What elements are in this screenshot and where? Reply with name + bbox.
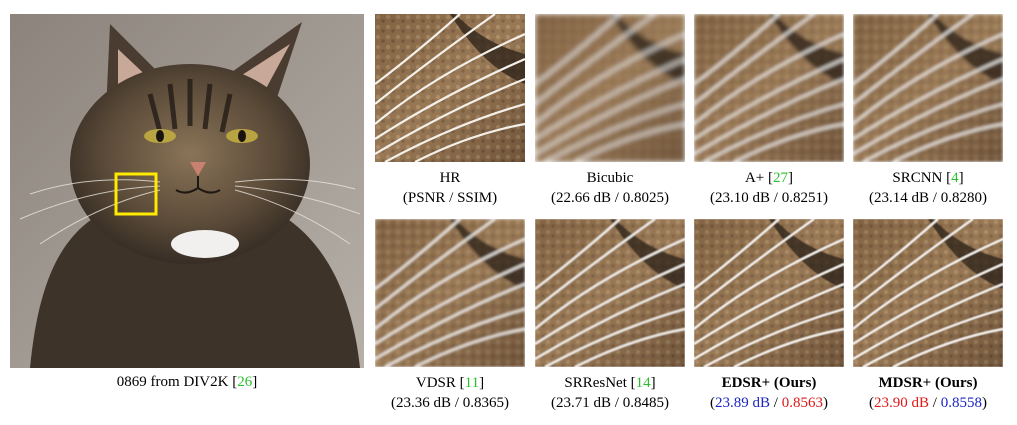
method-name: SRResNet [14] xyxy=(564,375,656,391)
ssim-value: 0.8025 xyxy=(622,190,664,206)
metrics: (23.10 dB / 0.8251) xyxy=(710,190,828,206)
psnr-value: 23.36 dB xyxy=(396,395,452,411)
method-name: Bicubic xyxy=(586,170,634,186)
ssim-value: 0.8558 xyxy=(940,395,982,411)
method-name: SRCNN [4] xyxy=(892,170,964,186)
citation-ref: 14 xyxy=(635,375,651,391)
method-name: A+ [27] xyxy=(744,170,794,186)
method-name: EDSR+ (Ours) xyxy=(721,375,817,391)
main-caption: 0869 from DIV2K [26] xyxy=(116,374,258,390)
metrics: (PSNR / SSIM) xyxy=(402,190,498,206)
psnr-value: 23.90 dB xyxy=(874,395,930,411)
citation-ref: 4 xyxy=(951,170,959,186)
metrics: (23.71 dB / 0.8485) xyxy=(551,395,669,411)
crop-caption: HR (PSNR / SSIM) xyxy=(365,168,535,208)
crop-caption: SRResNet [14] (23.71 dB / 0.8485) xyxy=(525,373,695,413)
metrics: (23.90 dB / 0.8558) xyxy=(869,395,987,411)
ssim-value: 0.8251 xyxy=(781,190,823,206)
crop-panel xyxy=(375,219,525,367)
metrics: (22.66 dB / 0.8025) xyxy=(551,190,669,206)
metrics: (23.36 dB / 0.8365) xyxy=(391,395,509,411)
psnr-value: 22.66 dB xyxy=(556,190,612,206)
crop-caption: MDSR+ (Ours) (23.90 dB / 0.8558) xyxy=(843,373,1013,413)
metrics: (23.14 dB / 0.8280) xyxy=(869,190,987,206)
main-caption-ref: 26 xyxy=(237,374,253,390)
crop-caption: SRCNN [4] (23.14 dB / 0.8280) xyxy=(843,168,1013,208)
crop-panel xyxy=(853,219,1003,367)
citation-ref: 27 xyxy=(773,170,789,186)
citation-ref: 11 xyxy=(464,375,480,391)
crop-caption: Bicubic (22.66 dB / 0.8025) xyxy=(525,168,695,208)
crop-panel xyxy=(853,14,1003,162)
method-name: VDSR [11] xyxy=(415,375,485,391)
crop-caption: A+ [27] (23.10 dB / 0.8251) xyxy=(684,168,854,208)
crop-caption: EDSR+ (Ours) (23.89 dB / 0.8563) xyxy=(684,373,854,413)
crop-caption: VDSR [11] (23.36 dB / 0.8365) xyxy=(365,373,535,413)
psnr-value: 23.71 dB xyxy=(556,395,612,411)
psnr-value: 23.89 dB xyxy=(715,395,771,411)
ssim-value: 0.8563 xyxy=(781,395,823,411)
crop-panel xyxy=(535,14,685,162)
method-name: HR xyxy=(439,170,461,186)
ssim-value: 0.8280 xyxy=(940,190,982,206)
crop-panel xyxy=(694,219,844,367)
method-name: MDSR+ (Ours) xyxy=(878,375,978,391)
metrics: (23.89 dB / 0.8563) xyxy=(710,395,828,411)
psnr-value: 23.14 dB xyxy=(874,190,930,206)
highlight-box xyxy=(114,172,158,216)
crop-panel xyxy=(694,14,844,162)
ssim-value: 0.8485 xyxy=(622,395,664,411)
main-photo-cat xyxy=(10,14,364,368)
ssim-value: 0.8365 xyxy=(462,395,504,411)
psnr-value: 23.10 dB xyxy=(715,190,771,206)
crop-panel xyxy=(375,14,525,162)
crop-panel xyxy=(535,219,685,367)
